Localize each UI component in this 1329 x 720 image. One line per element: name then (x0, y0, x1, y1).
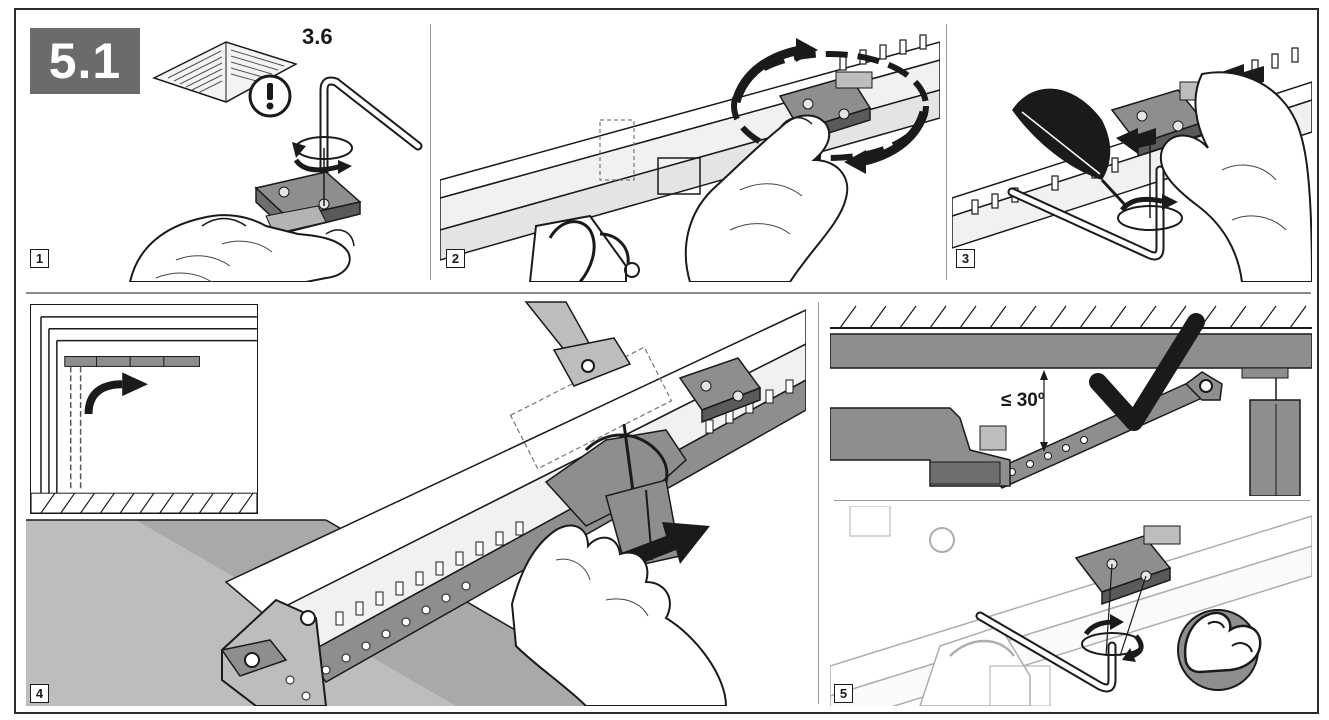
divider (430, 24, 431, 280)
step-2-illustration (440, 34, 940, 282)
door-hanger (1241, 367, 1301, 496)
step-4-illustration (26, 301, 806, 706)
hand-drawing (510, 524, 728, 706)
angle-annotation: ≤ 30º (1001, 390, 1045, 411)
hand-drawing (684, 114, 849, 282)
reference-number: 3.6 (302, 24, 333, 49)
angle-marker (1040, 370, 1048, 452)
bracket-part (1074, 525, 1181, 606)
step-5-panel (830, 506, 1312, 706)
divider (26, 292, 1311, 294)
divider (834, 500, 1310, 501)
step-5-illustration (830, 506, 1312, 706)
rotate-arrow-icon (1117, 132, 1183, 231)
instruction-sheet: ≤ 30º (14, 8, 1319, 714)
divider (818, 302, 819, 704)
step-label-1: 1 (30, 249, 49, 268)
inset-illustration (31, 316, 257, 513)
strength-arm-icon (1177, 609, 1262, 691)
step-1-illustration (128, 41, 423, 282)
step-label-2: 2 (446, 249, 465, 268)
door-panel (830, 333, 1312, 369)
hex-key-icon (975, 611, 1117, 693)
checkmark-icon (1089, 313, 1205, 431)
step-5-angle-panel (830, 300, 1312, 496)
rail-drawing (830, 506, 1312, 706)
step-2-panel (440, 20, 940, 282)
feather-icon (1012, 88, 1128, 208)
step-3-illustration (952, 47, 1312, 282)
hex-key-icon (1007, 165, 1165, 261)
angle-illustration (830, 305, 1312, 496)
step-1-panel (26, 20, 426, 282)
step-label-3: 3 (956, 249, 975, 268)
mount-bracket (220, 301, 632, 706)
bracket-part (254, 171, 362, 235)
section-badge: 5.1 (30, 28, 140, 94)
bracket-part (678, 357, 762, 424)
step-label-4: 4 (30, 684, 49, 703)
hex-key-icon (319, 76, 423, 215)
step-3-panel (952, 20, 1312, 282)
step-label-5: 5 (834, 684, 853, 703)
operator-rail (830, 407, 1011, 487)
rotate-arrow-icon (731, 38, 929, 174)
divider (946, 24, 947, 280)
rotate-arrow-icon (1081, 614, 1144, 662)
hand-drawing (1159, 71, 1312, 282)
inset-diagram (30, 304, 258, 514)
trolley-drawing (528, 157, 701, 282)
ceiling-hatch (830, 305, 1312, 329)
manual-warning-icon (152, 41, 298, 118)
step-4-panel (26, 300, 806, 706)
hand-drawing (128, 214, 355, 282)
